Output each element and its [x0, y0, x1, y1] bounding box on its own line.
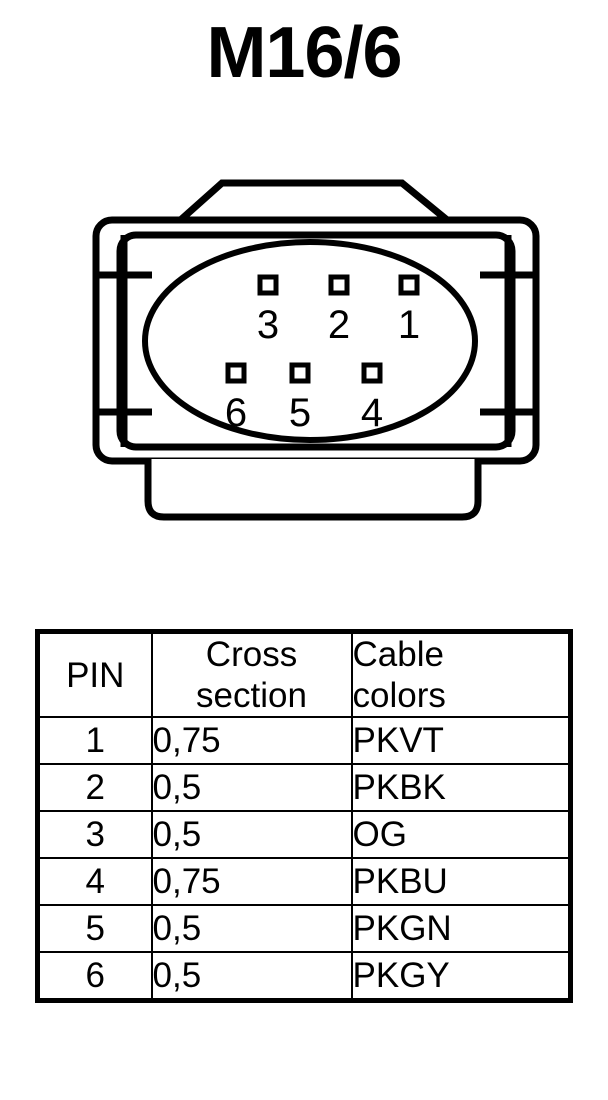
cell-cable-colors: PKGY — [350, 951, 572, 1002]
column-header-colors-line1: Cable — [352, 635, 444, 674]
pinout-table-container: PIN Cross section Cable colors 1 0,75 PK… — [35, 629, 575, 1003]
cell-cable-colors: PKBU — [350, 857, 572, 906]
cell-cable-colors: OG — [350, 810, 572, 859]
connector-bottom-skirt — [144, 459, 482, 521]
cell-pin: 4 — [36, 857, 153, 906]
cell-pin: 3 — [36, 810, 153, 859]
cell-cross-section: 0,75 — [150, 716, 353, 765]
table-row: 1 0,75 PKVT — [36, 716, 572, 765]
pin-socket-1 — [398, 274, 420, 296]
cell-cross-section: 0,5 — [150, 904, 353, 953]
cell-cross-section: 0,5 — [150, 763, 353, 812]
cell-pin: 6 — [36, 951, 153, 1002]
table-row: 5 0,5 PKGN — [36, 904, 572, 953]
cell-pin: 2 — [36, 763, 153, 812]
pinout-table: PIN Cross section Cable colors 1 0,75 PK… — [35, 629, 573, 1003]
column-header-colors-line2: colors — [352, 676, 446, 715]
cell-cross-section: 0,5 — [150, 951, 353, 1002]
pin-number-3: 3 — [257, 303, 279, 347]
cell-cable-colors: PKGN — [350, 904, 572, 953]
cell-cross-section: 0,75 — [150, 857, 353, 906]
cell-cable-colors: PKVT — [350, 716, 572, 765]
cell-pin: 1 — [36, 716, 153, 765]
cell-cross-section: 0,5 — [150, 810, 353, 859]
connector-oval-cavity — [142, 239, 478, 443]
table-header-row: PIN Cross section Cable colors — [36, 630, 572, 718]
table-row: 4 0,75 PKBU — [36, 857, 572, 906]
pin-socket-3 — [257, 274, 279, 296]
cell-cable-colors: PKBK — [350, 763, 572, 812]
column-header-cross-line2: section — [196, 676, 307, 715]
column-header-cross-line1: Cross — [205, 635, 298, 674]
column-header-pin: PIN — [36, 630, 153, 718]
connector-diagram: 3 2 1 6 5 4 — [0, 160, 608, 540]
pin-socket-4 — [361, 362, 383, 384]
column-header-pin-label: PIN — [66, 655, 125, 695]
table-row: 2 0,5 PKBK — [36, 763, 572, 812]
pin-number-6: 6 — [225, 391, 247, 435]
pin-socket-2 — [328, 274, 350, 296]
table-row: 3 0,5 OG — [36, 810, 572, 859]
connector-top-tab — [173, 179, 455, 227]
pin-number-4: 4 — [361, 391, 383, 435]
table-row: 6 0,5 PKGY — [36, 951, 572, 1002]
pin-socket-5 — [289, 362, 311, 384]
pin-number-2: 2 — [328, 303, 350, 347]
column-header-cable-colors: Cable colors — [350, 630, 572, 718]
pin-number-1: 1 — [398, 303, 420, 347]
pin-socket-6 — [225, 362, 247, 384]
cell-pin: 5 — [36, 904, 153, 953]
page-title: M16/6 — [206, 13, 402, 93]
column-header-cross-section: Cross section — [150, 630, 353, 718]
pin-number-5: 5 — [289, 391, 311, 435]
